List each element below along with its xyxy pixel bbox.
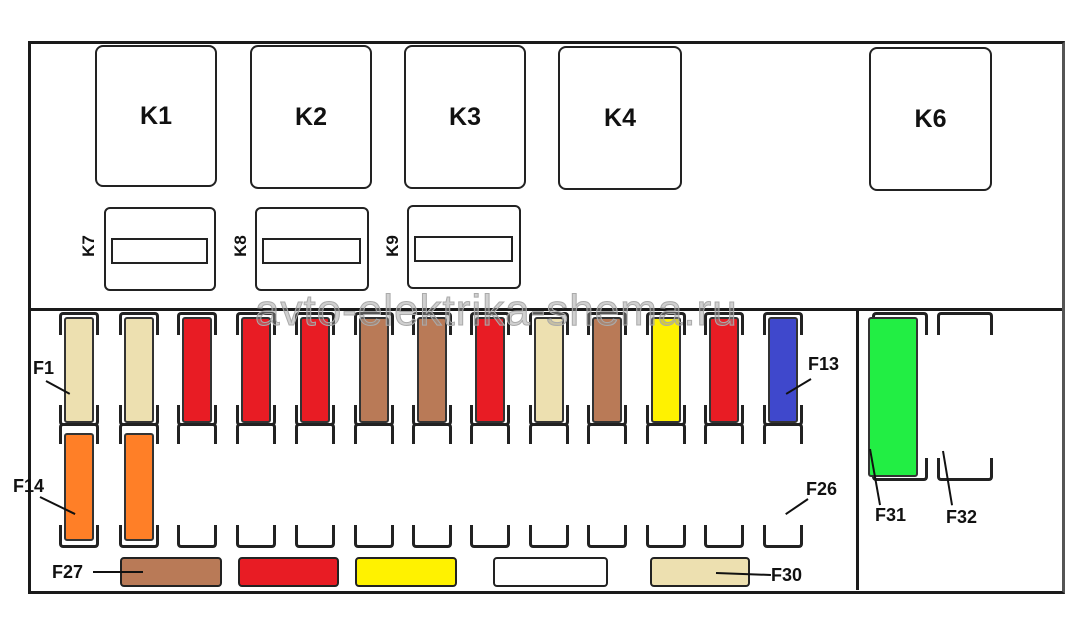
label-f27: F27 [52,562,84,582]
label-f30: F30 [771,565,803,585]
fuse-10 [592,317,622,423]
fuse-socket [529,525,569,548]
divider-vertical [856,310,859,590]
fuse-28 [238,557,339,587]
relay-k3: K3 [404,45,526,189]
relay-k8-label: K8 [230,235,250,257]
fuse-socket [177,525,217,548]
relay-k1: K1 [95,45,217,187]
relay-label: K4 [604,103,636,132]
label-f26: F26 [806,479,838,499]
fuse-9 [534,317,564,423]
fuse-socket [354,423,394,444]
fuse-30 [493,557,608,587]
fuse-15 [124,433,154,541]
fuse-socket [529,423,569,444]
fuse-31 [868,317,918,477]
fuse-31 [650,557,750,587]
fuse-socket [236,525,276,548]
watermark: avto-elektrika-shema.ru [255,286,738,336]
fuse-socket [587,423,627,444]
label-f1: F1 [33,358,55,378]
fuse-socket [177,423,217,444]
fuse-8 [475,317,505,423]
relay-k8 [255,207,369,291]
maxi-fuse-socket [937,458,993,481]
fuse-6 [359,317,389,423]
fuse-socket [236,423,276,444]
fuse-socket [704,525,744,548]
fuse-4 [241,317,271,423]
fuse-7 [417,317,447,423]
fuse-socket [354,525,394,548]
fuse-socket [763,525,803,548]
relay-label: K2 [295,102,327,131]
relay-k9-label: K9 [382,235,402,257]
fuse-socket [587,525,627,548]
fuse-socket [295,423,335,444]
fuse-socket [646,423,686,444]
leader-line [93,571,143,573]
fuse-socket [470,525,510,548]
relay-k2: K2 [250,45,372,189]
fuse-12 [709,317,739,423]
relay-slot [262,238,361,264]
fuse-11 [651,317,681,423]
relay-label: K1 [140,101,172,130]
fuse-1 [64,317,94,423]
fuse-14 [64,433,94,541]
fuse-5 [300,317,330,423]
relay-slot [414,236,513,262]
label-f31: F31 [875,505,907,525]
relay-k7 [104,207,216,291]
fuse-socket [704,423,744,444]
label-f14: F14 [13,476,45,496]
relay-k4: K4 [558,46,682,190]
fuse-socket [646,525,686,548]
relay-label: K3 [449,102,481,131]
fuse-box-frame [28,41,1065,594]
fuse-29 [355,557,457,587]
relay-k7-label: K7 [78,235,98,257]
relay-k9 [407,205,521,289]
fuse-socket [412,525,452,548]
relay-k6: K6 [869,47,992,191]
relay-slot [111,238,208,264]
label-f13: F13 [808,354,840,374]
fuse-2 [124,317,154,423]
fuse-socket [295,525,335,548]
relay-label: K6 [914,104,947,133]
fuse-socket [412,423,452,444]
fuse-socket [763,423,803,444]
fuse-socket [470,423,510,444]
maxi-fuse-socket [937,312,993,335]
fuse-3 [182,317,212,423]
label-f32: F32 [946,507,978,527]
fuse-13 [768,317,798,423]
divider-horizontal [28,308,1062,311]
